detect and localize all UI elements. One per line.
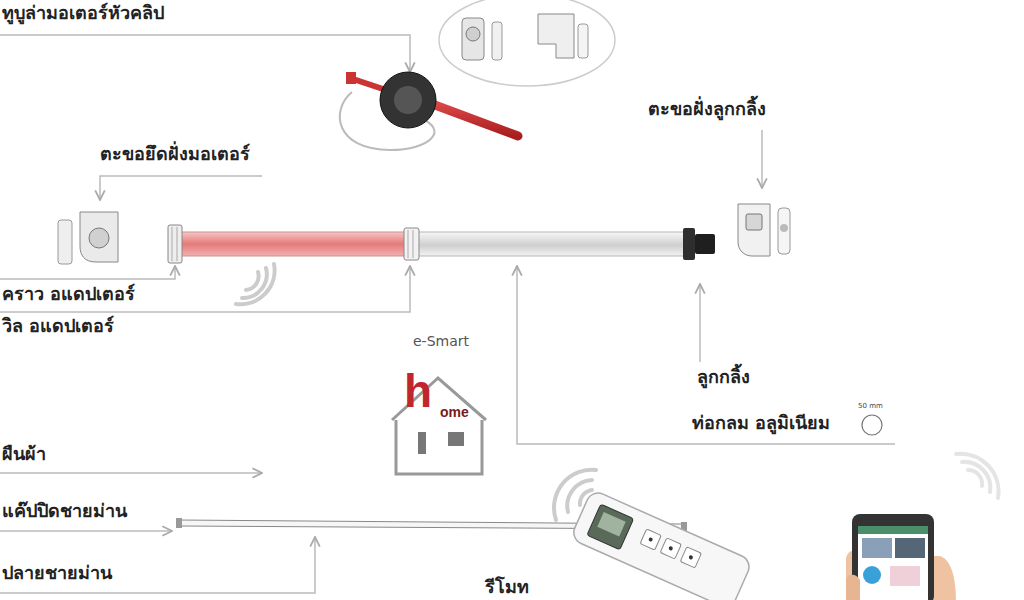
leader-line — [699, 284, 701, 362]
part-name: ผืนผ้า — [2, 443, 46, 465]
bracket-hole — [780, 224, 788, 232]
tubular-motor-picture — [340, 72, 518, 150]
logo-text: ome — [440, 404, 469, 421]
motor-side-bracket — [58, 212, 118, 264]
bracket-plate — [462, 18, 484, 60]
bracket-slot — [746, 214, 762, 230]
part-name: วิล อแดปเตอร์ — [2, 315, 114, 337]
house-door — [418, 432, 426, 454]
tube-section — [862, 415, 882, 435]
crown-adapter — [168, 225, 182, 263]
app-icon — [863, 566, 881, 584]
adapter-rib — [408, 230, 409, 258]
brand-name: e-Smart — [413, 333, 469, 350]
bracket-hole — [466, 27, 480, 41]
leader-line — [0, 35, 410, 72]
app-bar — [858, 526, 928, 534]
remote-body — [570, 489, 753, 600]
phone-body — [852, 514, 934, 600]
wheel-adapter — [404, 228, 419, 260]
part-name: ท่อกลม อลูมิเนียม — [692, 412, 830, 434]
part-name: ทูบูล่ามอเตอร์หัวคลิป — [2, 2, 164, 24]
app-tile — [895, 538, 925, 558]
logo-letter: h — [404, 368, 432, 414]
bracket-inset — [439, 0, 615, 86]
bracket-clip — [778, 208, 790, 254]
inset-ellipse — [439, 0, 615, 86]
part-name: ตะขอฝั่งลูกกลิ้ง — [648, 98, 766, 120]
remote-screen — [587, 504, 634, 550]
button-mark — [648, 537, 653, 542]
wireless-arc — [236, 264, 275, 304]
button-mark — [688, 555, 693, 560]
thumb — [846, 575, 860, 600]
button-mark — [668, 546, 673, 551]
roller-side-bracket — [738, 204, 790, 256]
end-cap — [176, 518, 182, 528]
remote-button — [660, 538, 681, 559]
bracket-body — [538, 14, 574, 58]
leader-line — [0, 472, 262, 474]
part-name: คราว อแดปเตอร์ — [2, 283, 135, 305]
remote-display — [597, 512, 625, 536]
roller-end — [683, 228, 695, 260]
motor-plug — [346, 72, 356, 84]
leader-lines — [0, 35, 895, 593]
wireless-symbol — [236, 264, 275, 304]
remote-button — [680, 547, 701, 568]
app-tile — [862, 538, 892, 558]
remote-button — [640, 529, 661, 550]
part-name: รีโมท — [485, 576, 529, 598]
leader-line — [0, 266, 410, 312]
tube-assembly — [168, 225, 715, 263]
aluminium-tube — [418, 232, 684, 256]
part-name: ปลายชายม่าน — [2, 562, 112, 584]
bracket-body — [738, 204, 770, 256]
house-wall — [396, 420, 482, 474]
leader-line — [517, 266, 895, 444]
adapter-rib — [172, 227, 173, 261]
roller-pin — [695, 234, 715, 254]
wireless-arc — [246, 272, 259, 290]
dimension: 50 mm — [858, 402, 883, 410]
leader-line — [0, 530, 172, 532]
part-name: แค๊ปปิดชายม่าน — [2, 500, 127, 522]
smartphone — [846, 514, 956, 600]
leader-line — [100, 176, 262, 200]
adapter-rib — [413, 230, 414, 258]
bracket-clip — [58, 220, 72, 264]
bracket-hole — [89, 228, 109, 248]
wireless-symbol — [956, 454, 999, 498]
motor-head — [380, 72, 436, 128]
leader-line — [761, 130, 763, 188]
app-tile — [890, 566, 920, 586]
part-name: ตะขอยึดฝั่งมอเตอร์ — [100, 143, 250, 165]
adapter-rib — [177, 227, 178, 261]
motor-head-centre — [394, 86, 422, 114]
phone-screen — [858, 526, 928, 600]
house-window — [448, 432, 464, 446]
motor-tube — [180, 232, 406, 256]
bracket-clip — [578, 24, 588, 58]
remote-control — [570, 489, 753, 600]
wireless-arc — [962, 462, 990, 492]
leader-line — [0, 266, 175, 279]
wireless-arc — [956, 454, 999, 498]
part-name: ลูกกลิ้ง — [697, 366, 750, 388]
wireless-arc — [968, 470, 982, 486]
bracket-clip — [492, 22, 502, 60]
leader-line — [0, 537, 315, 593]
bracket-body — [80, 212, 118, 262]
